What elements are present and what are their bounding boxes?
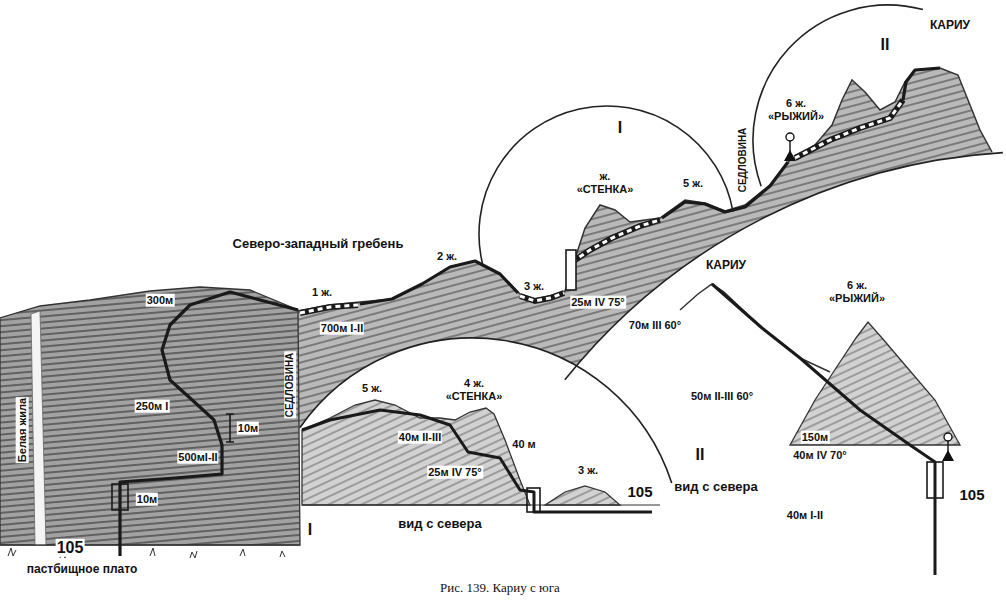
inset-caption: вид с севера <box>674 480 757 495</box>
inset-number: II <box>696 446 705 464</box>
grass <box>8 548 285 558</box>
feature-name: Белая жила <box>16 397 29 463</box>
pitch-grade: 40 м <box>511 438 536 451</box>
pitch-grade: 500мI-II <box>177 451 218 464</box>
peak-name: КАРИУ <box>929 19 971 33</box>
route-line <box>903 68 940 100</box>
route-box <box>927 462 943 498</box>
peak-name: КАРИУ <box>705 259 747 273</box>
figure-caption: Рис. 139. Кариу с юга <box>440 581 560 596</box>
pitch-grade: 10м <box>237 422 259 435</box>
inset-view: II вид с севера <box>555 150 1006 600</box>
inset-arc <box>565 153 1003 380</box>
inset-arc <box>753 5 923 186</box>
pitch-grade: 50м II-III 60° <box>690 390 754 403</box>
inset-number: II <box>881 36 890 54</box>
pitch-grade: 40м IV 70° <box>792 449 848 462</box>
saddle-label: СЕДЛОВИНА <box>737 127 749 194</box>
peak-name: 6 ж. «РЫЖИЙ» <box>762 97 830 122</box>
flag-symbol <box>784 150 796 161</box>
white-vein <box>31 311 46 545</box>
ground-line <box>0 544 300 545</box>
route-line <box>662 162 788 218</box>
flag-symbol <box>942 450 954 461</box>
peak-name: 3 ж. <box>577 464 599 477</box>
cliff-massif <box>0 287 300 545</box>
pitch-grade: 40м II-III <box>398 431 442 444</box>
place-name: пастбищное плато <box>26 563 139 577</box>
peak-name: 2 ж. <box>436 250 458 263</box>
pitch-grade: 10м <box>136 493 158 506</box>
route-box <box>112 484 128 510</box>
peak-name: 4 ж. «СТЕНКА» <box>438 377 510 402</box>
ridge-line <box>680 284 830 372</box>
peak-name: 6 ж. «РЫЖИЙ» <box>821 279 893 304</box>
ridge-line <box>298 68 992 311</box>
point-number: 105 <box>958 486 985 503</box>
peak-name: 5 ж. <box>361 382 383 395</box>
pitch-grade: 150м <box>801 431 830 444</box>
inset-outline <box>555 150 1006 600</box>
route-box <box>566 250 576 290</box>
peak-name: ж. «СТЕНКА» <box>569 170 641 195</box>
inset-ground <box>432 152 1006 600</box>
peak-name: 5 ж. <box>682 177 704 190</box>
flag-symbol <box>786 133 794 141</box>
inset-ground <box>302 504 660 505</box>
route-bracket <box>226 414 234 442</box>
pitch-grade: 70м III 60° <box>628 319 682 332</box>
inset-mountain <box>545 486 620 505</box>
pitch-grade: 40м I-II <box>786 509 824 522</box>
point-number: 105 <box>56 539 85 557</box>
point-number: 105 <box>626 483 653 500</box>
saddle-label: СЕДЛОВИНА <box>284 352 296 419</box>
route-line <box>712 284 935 575</box>
peak-name: 1 ж. <box>311 286 333 299</box>
inset-mountain <box>790 322 960 445</box>
inset-outline <box>262 330 692 545</box>
inset-view: Iвид с севера <box>262 330 692 545</box>
inset-arc <box>479 106 733 267</box>
route-box <box>527 488 540 512</box>
inset-number: I <box>308 521 312 539</box>
inset-number: I <box>618 119 622 137</box>
pitch-grade: 700м I-II <box>320 322 364 335</box>
inset-arc <box>300 338 672 483</box>
inset-caption: вид с севера <box>398 517 481 532</box>
peak-name: 3 ж. <box>523 280 545 293</box>
pitch-grade: 25м IV 75° <box>570 296 626 309</box>
pitch-grade: 300м <box>146 294 175 307</box>
pitch-grade: 25м IV 75° <box>427 466 483 479</box>
flag-symbol <box>944 433 952 441</box>
route-line <box>302 410 652 512</box>
pitch-grade: 250м I <box>135 400 170 413</box>
ridge-name: Северо-западный гребень <box>232 237 405 252</box>
route-line <box>360 261 518 304</box>
route-traverse <box>300 100 903 313</box>
route-traverse <box>300 100 903 313</box>
route-line <box>120 292 298 556</box>
